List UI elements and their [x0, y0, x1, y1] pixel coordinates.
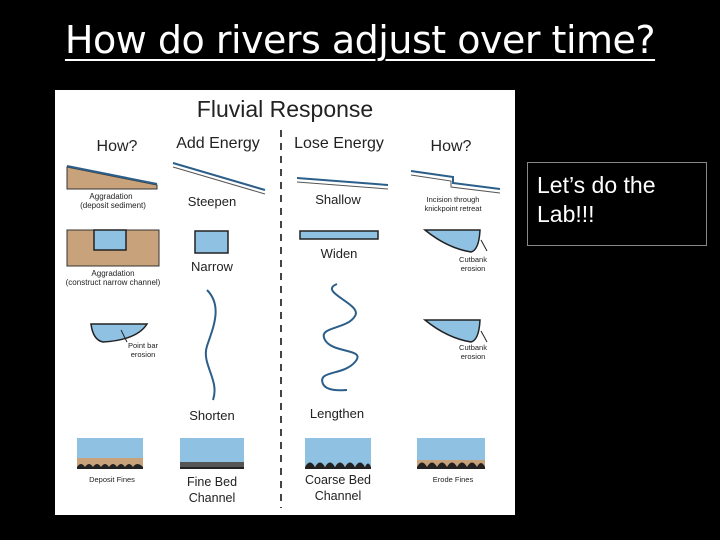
label-aggradation-narrow-sub: (construct narrow channel): [66, 278, 161, 287]
erode-fines-bed-diagram: [417, 438, 485, 469]
label-shorten: Shorten: [189, 408, 235, 423]
cutbank-diagram-2: [422, 319, 488, 343]
label-coarse-bed-2: Channel: [315, 489, 362, 503]
label-incision: Incision through: [427, 195, 480, 204]
label-point-bar: Point bar: [128, 341, 159, 350]
label-widen: Widen: [321, 246, 358, 261]
header-how-left: How?: [97, 138, 138, 155]
lab-callout-box: Let’s do the Lab!!!: [527, 162, 707, 246]
header-lose-energy: Lose Energy: [294, 135, 384, 152]
fluvial-response-figure: Fluvial Response How? Add Energy Lose En…: [55, 90, 515, 515]
label-point-bar-sub: erosion: [131, 350, 156, 359]
label-shallow: Shallow: [315, 192, 361, 207]
shallow-slope-diagram: [296, 177, 389, 190]
deposit-fines-bed-diagram: [77, 438, 143, 469]
label-cutbank-1-sub: erosion: [461, 264, 486, 273]
label-cutbank-2: Cutbank: [459, 343, 487, 352]
label-fine-bed-2: Channel: [189, 491, 236, 505]
narrow-diagram: [194, 230, 229, 254]
label-lengthen: Lengthen: [310, 406, 364, 421]
coarse-bed-diagram: [305, 438, 371, 469]
figure-title: Fluvial Response: [197, 96, 373, 122]
label-aggradation-narrow: Aggradation: [91, 269, 134, 278]
header-how-right: How?: [431, 138, 472, 155]
label-incision-sub: knickpoint retreat: [424, 204, 482, 213]
point-bar-diagram: [90, 323, 149, 343]
label-erode-fines: Erode Fines: [433, 475, 474, 484]
label-fine-bed-1: Fine Bed: [187, 475, 237, 489]
label-deposit-fines: Deposit Fines: [89, 475, 135, 484]
label-steepen: Steepen: [188, 194, 236, 209]
label-aggradation-slope-sub: (deposit sediment): [80, 201, 146, 210]
label-coarse-bed-1: Coarse Bed: [305, 473, 371, 487]
aggradation-narrow-diagram: [66, 229, 160, 267]
slide-title: How do rivers adjust over time?: [64, 18, 656, 62]
label-narrow: Narrow: [191, 259, 234, 274]
label-cutbank-2-sub: erosion: [461, 352, 486, 361]
cutbank-diagram-1: [422, 229, 488, 253]
fine-bed-diagram: [180, 438, 244, 469]
header-add-energy: Add Energy: [176, 135, 260, 152]
shorten-channel-line: [204, 289, 217, 401]
lengthen-channel-line: [321, 283, 359, 392]
aggradation-slope-diagram: [66, 165, 158, 190]
label-cutbank-1: Cutbank: [459, 255, 487, 264]
label-aggradation-slope: Aggradation: [89, 192, 132, 201]
steepen-slope-diagram: [172, 162, 266, 195]
incision-slope-diagram: [410, 170, 501, 194]
widen-diagram: [299, 230, 379, 240]
